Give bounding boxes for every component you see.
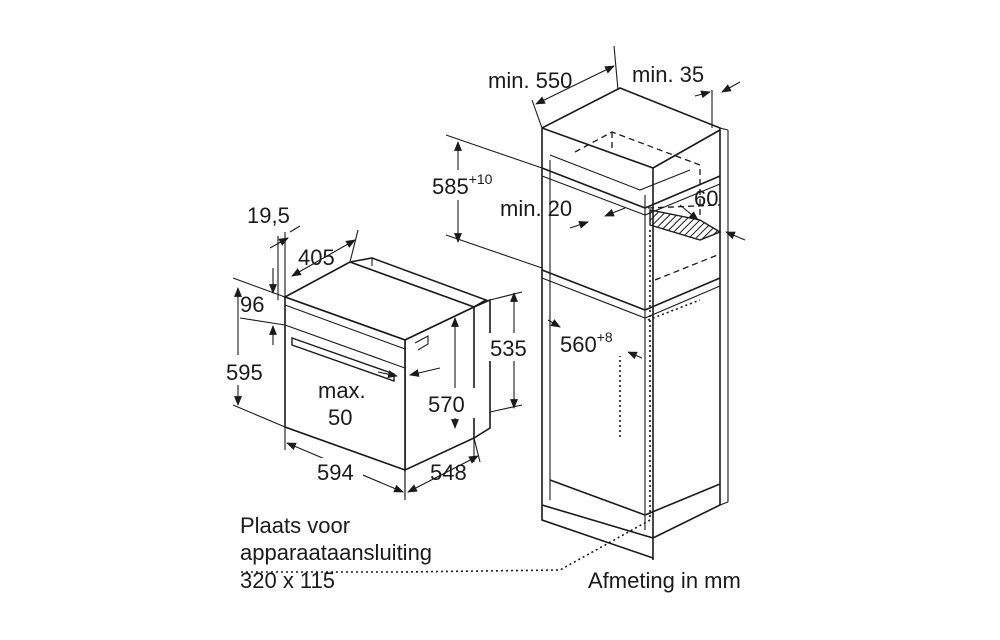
dim-max-value: 50	[328, 405, 352, 430]
dim-min-35: min. 35	[632, 62, 704, 87]
dim-548: 548	[430, 460, 467, 485]
dim-594: 594	[317, 460, 354, 485]
oven-door-handle	[291, 337, 395, 382]
units-note: Afmeting in mm	[588, 568, 741, 593]
dim-570: 570	[428, 392, 465, 417]
oven-dimensions: 19,5 405 96 595 max. 50 570 535	[224, 203, 538, 500]
dim-560: 560+8	[560, 329, 613, 357]
vent-opening	[649, 209, 722, 241]
dim-19-5: 19,5	[247, 203, 290, 228]
dim-min-550: min. 550	[488, 68, 572, 93]
connection-note-line2: apparaataansluiting	[240, 540, 432, 565]
dim-405: 405	[298, 245, 335, 270]
dim-60: 60	[694, 186, 718, 211]
notes: Plaats voor apparaataansluiting 320 x 11…	[240, 513, 741, 593]
dim-max-label: max.	[318, 378, 366, 403]
dim-585: 585+10	[432, 171, 493, 199]
cabinet-drawing	[240, 87, 729, 573]
connection-note-line3: 320 x 115	[240, 568, 335, 593]
dim-595: 595	[226, 360, 263, 385]
dim-min-20: min. 20	[500, 196, 572, 221]
cabinet-dimensions: min. 550 min. 35 585+10 min. 20 60 560+8	[420, 45, 746, 360]
dim-96: 96	[240, 292, 264, 317]
dim-535: 535	[490, 336, 527, 361]
connection-note-line1: Plaats voor	[240, 513, 350, 538]
